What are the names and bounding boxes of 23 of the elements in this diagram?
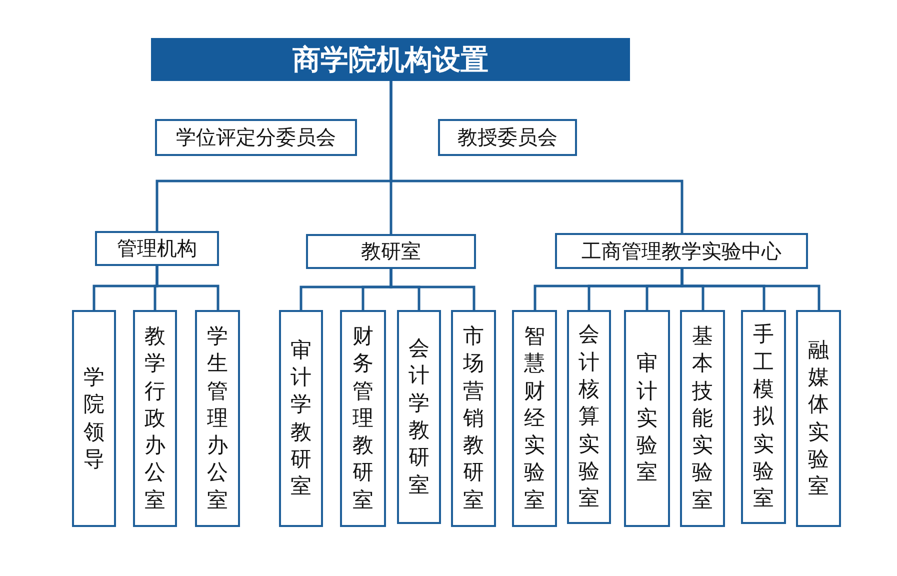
department-box: 财务管理教研室 xyxy=(340,310,386,527)
title-banner: 商学院机构设置 xyxy=(151,38,630,81)
connector-line xyxy=(390,81,684,233)
org-box: 教授委员会 xyxy=(438,119,577,156)
department-box: 市场营销教研室 xyxy=(451,310,496,527)
org-box: 教研室 xyxy=(306,234,476,269)
department-box: 会计学教研室 xyxy=(397,310,441,524)
department-box: 融媒体实验室 xyxy=(796,310,841,527)
department-box: 智慧财经实验室 xyxy=(512,310,557,527)
department-box: 学院领导 xyxy=(72,310,116,527)
department-box: 会计核算实验室 xyxy=(567,310,611,524)
department-box: 手工模拟实验室 xyxy=(741,310,786,524)
org-box: 管理机构 xyxy=(95,231,219,266)
department-box: 审计学教研室 xyxy=(279,310,323,527)
org-box: 工商管理教学实验中心 xyxy=(555,233,808,269)
department-box: 审计实验室 xyxy=(624,310,670,527)
department-box: 基本技能实验室 xyxy=(680,310,725,527)
org-box: 学位评定分委员会 xyxy=(155,119,357,156)
department-box: 学生管理办公室 xyxy=(195,310,240,527)
connector-line xyxy=(390,269,476,310)
connector-line xyxy=(680,269,820,310)
department-box: 教学行政办公室 xyxy=(133,310,177,527)
connector-line xyxy=(156,266,220,310)
